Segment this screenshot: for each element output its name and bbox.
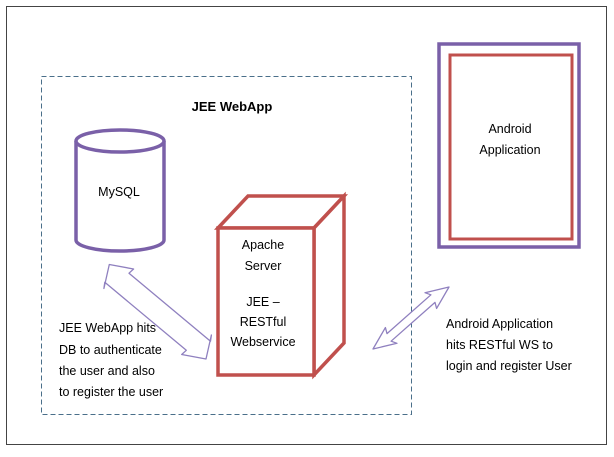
apache-server-box (213, 191, 349, 380)
mysql-cylinder-top (74, 128, 166, 154)
apache-line1: Apache (242, 238, 284, 252)
android-inner-box (448, 53, 574, 241)
mysql-cylinder (74, 128, 166, 253)
apache-box-front (216, 226, 316, 377)
note-right-line3: login and register User (446, 359, 572, 373)
note-left-line2: DB to authenticate (59, 343, 162, 357)
apache-line2: Server (245, 259, 282, 273)
webservice-android-double-arrow (372, 286, 450, 350)
mysql-label: MySQL (98, 185, 140, 199)
db-webapp-double-arrow (103, 263, 213, 360)
note-left-line4: to register the user (59, 385, 163, 399)
note-right-line1: Android Application (446, 317, 553, 331)
jee-webapp-title: JEE WebApp (192, 99, 273, 114)
android-line2: Application (479, 143, 540, 157)
mysql-cylinder-body (74, 141, 166, 253)
apache-line4: RESTful (240, 315, 287, 329)
note-right-line2: hits RESTful WS to (446, 338, 553, 352)
apache-line3: JEE – (246, 295, 279, 309)
jee-webapp-container (41, 76, 412, 415)
apache-line5: Webservice (230, 335, 295, 349)
apache-box-side (312, 191, 346, 380)
note-left-line3: the user and also (59, 364, 155, 378)
note-left-line1: JEE WebApp hits (59, 321, 156, 335)
android-line1: Android (488, 122, 531, 136)
